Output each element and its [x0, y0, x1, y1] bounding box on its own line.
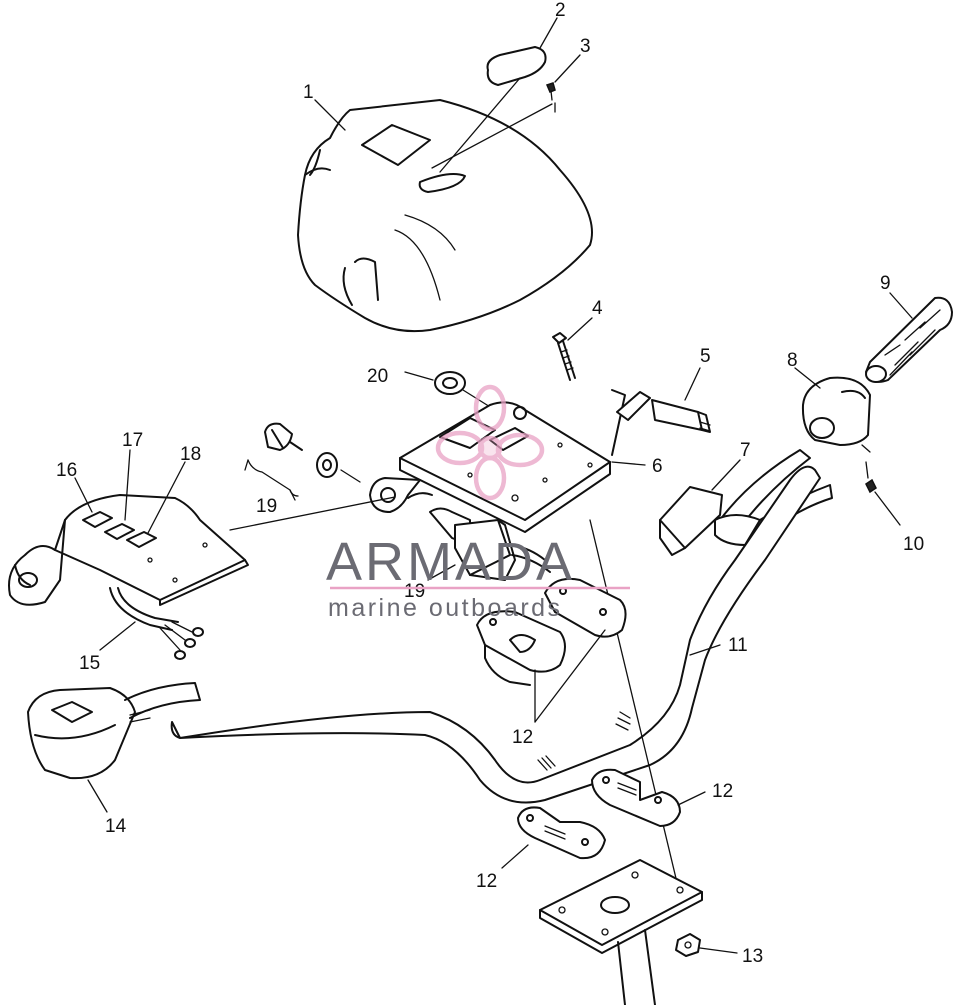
watermark: ARMADA marine outboards	[326, 384, 630, 622]
part-12-lower-clamps	[517, 768, 681, 860]
callout-15: 15	[79, 653, 100, 674]
callout-4: 4	[592, 298, 603, 319]
part-12-upper-clamps	[476, 577, 627, 686]
callout-14: 14	[105, 816, 127, 837]
part-13-nut	[675, 933, 701, 957]
callout-7: 7	[740, 440, 751, 461]
part-4-bolt	[552, 332, 576, 381]
callout-numbers: 1 2 3 4 5 6 7 8 9 10 11 12 12 12 13 14 1…	[56, 0, 924, 967]
callout-12-upper: 12	[512, 727, 533, 748]
leader-lines	[74, 17, 913, 954]
part-10-screw	[865, 461, 901, 526]
part-15-switch-panel	[8, 494, 396, 660]
callout-16: 16	[56, 460, 77, 481]
callout-2: 2	[555, 0, 566, 21]
watermark-title: ARMADA	[326, 532, 575, 592]
part-11-handlebar	[170, 465, 821, 896]
part-7-brake-lever	[659, 449, 833, 556]
part-5-lever	[616, 391, 711, 433]
lower-plate-and-post	[539, 859, 703, 1005]
callout-10: 10	[903, 534, 924, 555]
part-1-handlebar-cover	[297, 99, 593, 333]
part-8-throttle-housing	[801, 376, 871, 453]
callout-18: 18	[180, 444, 201, 465]
callout-20: 20	[367, 366, 388, 387]
callout-1: 1	[303, 82, 314, 103]
watermark-logo-icon	[435, 384, 545, 501]
callout-6: 6	[652, 456, 663, 477]
part-3-screw	[431, 82, 556, 169]
callout-17: 17	[122, 430, 143, 451]
callout-13: 13	[742, 946, 763, 967]
callout-3: 3	[580, 36, 591, 57]
part-19-key-switch	[429, 507, 551, 581]
callout-19-upper: 19	[256, 496, 277, 517]
part-20-washer	[434, 371, 496, 411]
callout-12-lower: 12	[476, 871, 497, 892]
callout-19-lower: 19	[404, 581, 425, 602]
part-19-knob	[247, 422, 361, 497]
callout-5: 5	[700, 346, 711, 367]
part-14-left-housing	[27, 682, 201, 780]
watermark-subtitle: marine outboards	[328, 594, 563, 622]
part-9-hand-grip	[865, 296, 953, 383]
callout-8: 8	[787, 350, 798, 371]
callout-12-right: 12	[712, 781, 733, 802]
callout-9: 9	[880, 273, 891, 294]
callout-11: 11	[728, 635, 748, 656]
